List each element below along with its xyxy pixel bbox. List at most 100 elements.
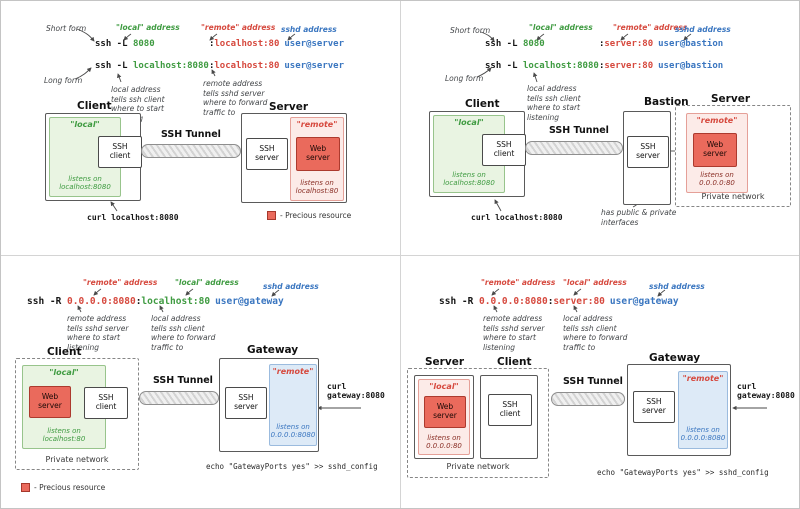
ssh-server-node: SSH server <box>627 136 669 168</box>
ssh-tunnel-tube <box>139 391 219 405</box>
listens-on-local: listens on localhost:80 <box>42 426 86 444</box>
label-sshd-address: sshd address <box>281 25 337 34</box>
remote-area: "remote" Web server listens on 0.0.0.0:8… <box>686 113 748 193</box>
cmd-prefix: ssh -R <box>27 296 68 307</box>
ssh-client-node: SSH client <box>482 134 526 166</box>
client-title: Client <box>497 356 532 368</box>
server-title: Server <box>425 356 465 368</box>
cmd-remote-address: localhost:80 <box>214 61 280 71</box>
ssh-server-node: SSH server <box>225 387 267 419</box>
private-network-label: Private network <box>701 192 765 201</box>
listens-on-remote: listens on 0.0.0.0:8080 <box>270 422 316 440</box>
quadrant-local-forwarding-bastion: Short form "local" address "remote" addr… <box>401 1 799 255</box>
remote-area: "remote" listens on 0.0.0.0:8080 <box>269 364 317 446</box>
legend-label: - Precious resource <box>280 211 352 220</box>
cmd-prefix: ssh -R <box>439 296 480 307</box>
legend-precious-resource: - Precious resource <box>267 211 351 220</box>
arrow-label-local <box>573 288 582 296</box>
ssh-tunnel-tube <box>551 392 625 406</box>
cmd-remote-address: localhost:80 <box>214 39 280 49</box>
cmd-colon: : <box>598 39 605 49</box>
local-area-label: "local" <box>454 118 484 127</box>
short-form-note: Short form <box>450 26 491 35</box>
cmd-prefix: ssh -L <box>485 39 523 49</box>
curl-command: curl localhost:8080 <box>471 213 563 222</box>
label-remote-address: "remote" address <box>613 23 688 32</box>
gateway-ports-command: echo "GatewayPorts yes" >> sshd_config <box>597 468 769 477</box>
listens-on-remote: listens on 0.0.0.0:8080 <box>680 425 726 443</box>
ssh-client-node: SSH client <box>98 136 142 168</box>
quadrant-divider-horizontal <box>1 255 799 256</box>
remote-area-label: "remote" <box>272 367 314 376</box>
gateway-box: SSH server "remote" listens on 0.0.0.0:8… <box>219 358 319 452</box>
bastion-box: SSH server <box>623 111 671 205</box>
cmd-local-address: localhost:80 <box>141 296 211 307</box>
note-local-address: local address tells ssh client where to … <box>527 84 581 122</box>
cmd-prefix: ssh -L <box>95 39 133 49</box>
long-form-note: Long form <box>44 76 83 85</box>
curl-command: curl gateway:8080 <box>737 382 795 400</box>
precious-resource-swatch <box>267 211 276 220</box>
label-local-address: "local" address <box>563 278 627 287</box>
cmd-sshd-address: user@bastion <box>658 39 724 49</box>
client-title: Client <box>465 98 500 110</box>
ssh-client-node: SSH client <box>488 394 532 426</box>
precious-resource-swatch <box>21 483 30 492</box>
note-local-address: local address tells ssh client where to … <box>563 314 628 352</box>
server-box: SSH server "remote" Web server listens o… <box>241 113 347 203</box>
note-remote-address: remote address tells sshd server where t… <box>483 314 545 352</box>
label-local-address: "local" address <box>175 278 239 287</box>
ssh-server-node: SSH server <box>633 391 675 423</box>
private-network-box: "local" Web server listens on localhost:… <box>15 358 139 470</box>
cmd-colon: : <box>208 39 215 49</box>
label-sshd-address: sshd address <box>649 282 705 291</box>
cmd-sshd-address: user@server <box>284 39 344 49</box>
cmd-local-address: localhost:8080 <box>132 61 209 71</box>
cmd-sshd-address: user@server <box>284 61 344 71</box>
ssh-tunnel-label: SSH Tunnel <box>563 376 623 387</box>
arrow-curl-to-client <box>494 199 502 212</box>
server-title: Server <box>711 93 751 105</box>
local-area-label: "local" <box>429 382 459 391</box>
local-area-label: "local" <box>70 120 100 129</box>
note-remote-address: remote address tells sshd server where t… <box>67 314 129 352</box>
server-title: Server <box>269 101 309 113</box>
quadrant-divider-vertical <box>400 1 401 508</box>
private-network-label: Private network <box>45 455 109 464</box>
cmd-local-address: localhost:8080 <box>522 61 599 71</box>
cmd-colon: : <box>598 61 605 71</box>
ssh-tunnel-label: SSH Tunnel <box>549 125 609 136</box>
private-network-label: Private network <box>446 462 510 471</box>
short-form-note: Short form <box>46 24 87 33</box>
legend-precious-resource: - Precious resource <box>21 483 105 492</box>
client-box: SSH client <box>480 375 538 459</box>
listens-on-remote: listens on 0.0.0.0:80 <box>699 170 735 188</box>
local-area-label: "local" <box>49 368 79 377</box>
local-area: "local" listens on localhost:8080 <box>49 117 121 197</box>
quadrant-remote-forwarding: "remote" address "local" address sshd ad… <box>1 256 400 508</box>
gateway-box: SSH server "remote" listens on 0.0.0.0:8… <box>627 364 731 456</box>
web-server-node: Web server <box>693 133 737 167</box>
remote-area-label: "remote" <box>682 374 724 383</box>
cmd-local-address: 8080 <box>522 39 545 49</box>
remote-area-label: "remote" <box>296 120 338 129</box>
note-remote-address: remote address tells sshd server where t… <box>203 79 268 117</box>
web-server-node: Web server <box>296 137 340 171</box>
note-local-address: local address tells ssh client where to … <box>151 314 216 352</box>
arrow-note-local <box>117 73 122 83</box>
listens-on-local: listens on 0.0.0.0:80 <box>426 433 462 451</box>
label-local-address: "local" address <box>116 23 180 32</box>
arrow-label-remote <box>93 288 102 296</box>
listens-on-remote: listens on localhost:80 <box>295 178 339 196</box>
curl-command: curl gateway:8080 <box>327 382 385 400</box>
local-area: "local" Web server listens on 0.0.0.0:80 <box>418 379 470 455</box>
cmd-remote-address: server:80 <box>604 61 654 71</box>
cmd-prefix: ssh -L <box>485 61 523 71</box>
label-remote-address: "remote" address <box>83 278 158 287</box>
listens-on-local: listens on localhost:8080 <box>59 174 111 192</box>
